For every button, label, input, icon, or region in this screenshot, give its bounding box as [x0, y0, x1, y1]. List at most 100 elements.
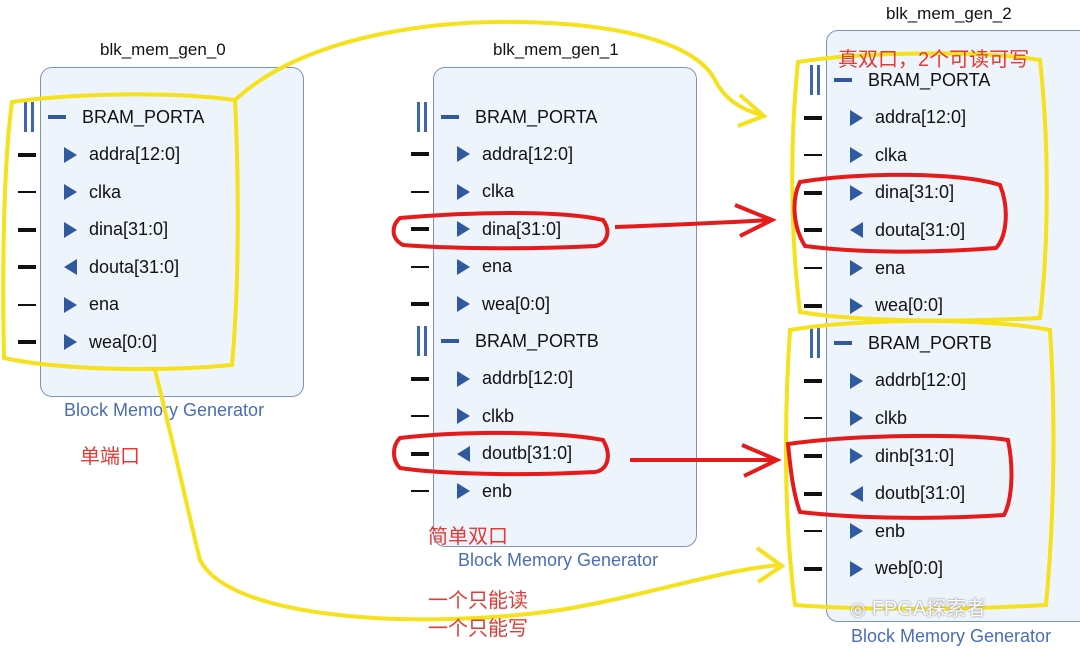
port-0-5[interactable]: ena [64, 290, 119, 320]
port-0-3[interactable]: dina[31:0] [64, 215, 168, 245]
collapse-icon[interactable] [441, 339, 459, 344]
port-2-5[interactable]: ena [850, 253, 905, 283]
port-0-4[interactable]: douta[31:0] [64, 252, 179, 282]
port-label: doutb[31:0] [482, 443, 573, 464]
block-footer-1: Block Memory Generator [458, 550, 659, 570]
port-label: enb [482, 480, 513, 501]
port-label: dina[31:0] [89, 219, 169, 239]
port-pin [411, 190, 429, 193]
collapse-icon[interactable] [48, 115, 66, 119]
port-1-5[interactable]: wea[0:0] [457, 289, 550, 319]
port-pin [411, 265, 429, 268]
port-label: enb [875, 520, 906, 541]
port-pin [18, 340, 36, 344]
port-pin [804, 303, 822, 308]
port-label: dinb[31:0] [875, 445, 955, 466]
port-2-9[interactable]: clkb [850, 403, 907, 433]
port-pin [411, 302, 429, 306]
output-arrow-icon [850, 485, 863, 502]
note-true-dual-port: 真双口，2个可读可写 [838, 49, 1030, 71]
input-arrow-icon [850, 147, 863, 164]
port-1-9[interactable]: doutb[31:0] [457, 439, 572, 469]
bus-interface-label: BRAM_PORTB [475, 330, 599, 351]
port-label: clka [89, 181, 122, 202]
bus-interface-2-7[interactable]: BRAM_PORTB [834, 328, 992, 358]
port-pin [804, 115, 822, 120]
collapse-icon[interactable] [441, 115, 459, 119]
bus-interface-1-0[interactable]: BRAM_PORTA [441, 102, 597, 132]
input-arrow-icon [64, 221, 77, 238]
bus-interface-label: BRAM_PORTA [82, 106, 205, 127]
collapse-icon[interactable] [834, 341, 852, 346]
port-2-6[interactable]: wea[0:0] [850, 291, 943, 321]
red-arrowhead-1 [734, 203, 777, 238]
port-label: ena [89, 294, 120, 314]
port-2-13[interactable]: web[0:0] [850, 554, 943, 584]
port-1-10[interactable]: enb [457, 476, 512, 506]
port-1-1[interactable]: addra[12:0] [457, 139, 573, 169]
output-arrow-icon [64, 259, 77, 275]
port-pin [411, 451, 429, 456]
collapse-icon[interactable] [834, 78, 852, 82]
port-pin [804, 454, 822, 458]
input-arrow-icon [457, 146, 470, 163]
port-label: ena [482, 256, 513, 277]
port-pin [804, 154, 822, 157]
bus-interface-0-0[interactable]: BRAM_PORTA [48, 102, 204, 132]
input-arrow-icon [64, 334, 77, 350]
input-arrow-icon [850, 372, 863, 389]
port-pin [18, 227, 36, 232]
input-arrow-icon [457, 483, 470, 499]
input-arrow-icon [850, 297, 863, 314]
input-arrow-icon [457, 221, 470, 238]
yellow-arrowhead-top [737, 93, 768, 128]
port-pin [411, 376, 429, 381]
port-2-10[interactable]: dinb[31:0] [850, 441, 954, 471]
input-arrow-icon [457, 258, 470, 275]
wechat-icon: ◎ [850, 599, 866, 619]
port-1-8[interactable]: clkb [457, 401, 514, 431]
port-1-2[interactable]: clka [457, 177, 514, 207]
port-2-4[interactable]: douta[31:0] [850, 215, 965, 245]
port-label: addra[12:0] [482, 143, 574, 164]
port-2-8[interactable]: addrb[12:0] [850, 366, 966, 396]
port-label: wea[0:0] [482, 293, 551, 314]
port-label: dina[31:0] [875, 182, 955, 203]
input-arrow-icon [850, 184, 863, 201]
note-one-write-only: 一个只能写 [428, 618, 528, 640]
port-1-7[interactable]: addrb[12:0] [457, 364, 573, 394]
port-2-3[interactable]: dina[31:0] [850, 178, 954, 208]
input-arrow-icon [64, 296, 77, 313]
port-1-3[interactable]: dina[31:0] [457, 214, 561, 244]
input-arrow-icon [850, 260, 863, 276]
bus-interface-label: BRAM_PORTB [868, 332, 992, 353]
input-arrow-icon [850, 109, 863, 126]
port-label: addra[12:0] [875, 107, 967, 128]
port-pin [804, 530, 822, 533]
port-1-4[interactable]: ena [457, 252, 512, 282]
block-footer-2: Block Memory Generator [851, 626, 1052, 646]
port-label: addrb[12:0] [875, 370, 967, 391]
port-2-2[interactable]: clka [850, 140, 907, 170]
watermark-text: FPGA探索者 [871, 598, 987, 620]
port-2-11[interactable]: doutb[31:0] [850, 479, 965, 509]
block-title-1: blk_mem_gen_1 [493, 40, 619, 59]
port-pin [18, 303, 36, 306]
port-label: doutb[31:0] [875, 483, 966, 504]
port-0-2[interactable]: clka [64, 177, 121, 207]
input-arrow-icon [64, 184, 77, 200]
port-0-6[interactable]: wea[0:0] [64, 327, 157, 357]
port-pin [804, 267, 822, 269]
note-one-read-only: 一个只能读 [428, 590, 528, 612]
watermark: ◎FPGA探索者 [850, 592, 986, 621]
port-0-1[interactable]: addra[12:0] [64, 140, 180, 170]
port-pin [411, 415, 429, 418]
port-label: clkb [875, 407, 908, 428]
bus-connector-icon [24, 102, 34, 132]
port-label: addra[12:0] [89, 144, 181, 164]
port-2-12[interactable]: enb [850, 516, 905, 546]
port-2-1[interactable]: addra[12:0] [850, 103, 966, 133]
port-pin [804, 566, 822, 571]
bus-interface-1-6[interactable]: BRAM_PORTB [441, 326, 599, 356]
input-arrow-icon [457, 183, 470, 200]
